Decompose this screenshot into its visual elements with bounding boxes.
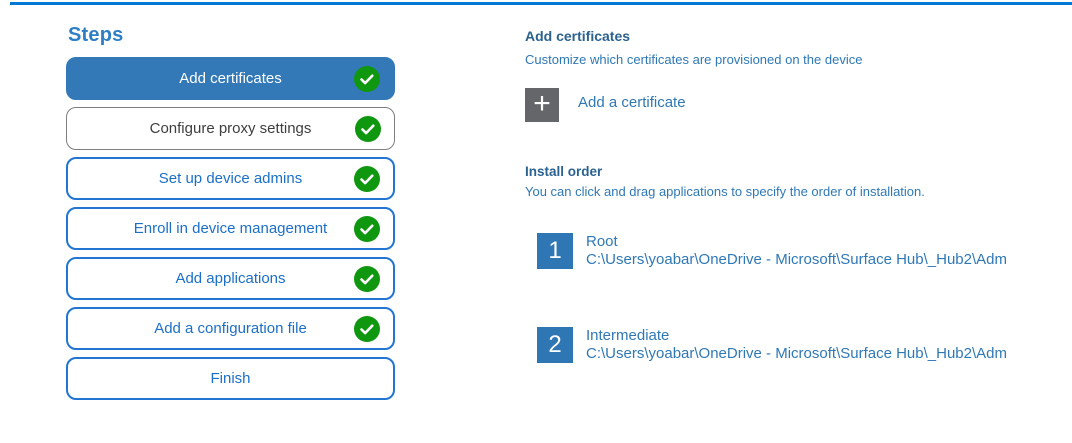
check-icon [354, 215, 380, 242]
top-accent-rule [10, 2, 1072, 5]
order-number-badge: 2 [537, 327, 573, 363]
step-label: Add applications [175, 270, 286, 287]
step-add-certificates[interactable]: Add certificates [66, 57, 395, 100]
step-finish[interactable]: Finish [66, 357, 395, 400]
step-label: Set up device admins [158, 170, 303, 187]
check-icon [355, 115, 381, 142]
step-enroll-in-device-management[interactable]: Enroll in device management [66, 207, 395, 250]
check-icon [354, 265, 380, 292]
step-label: Enroll in device management [133, 220, 328, 237]
certificate-path: C:\Users\yoabar\OneDrive - Microsoft\Sur… [586, 251, 1007, 268]
install-order-title: Install order [525, 164, 603, 179]
page-subtitle: Customize which certificates are provisi… [525, 52, 863, 67]
step-configure-proxy-settings[interactable]: Configure proxy settings [66, 107, 395, 150]
step-add-a-configuration-file[interactable]: Add a configuration file [66, 307, 395, 350]
step-label: Finish [210, 370, 251, 387]
install-order-description: You can click and drag applications to s… [525, 184, 925, 199]
add-certificate-button[interactable]: + Add a certificate [525, 88, 686, 122]
steps-title: Steps [68, 24, 124, 46]
add-certificate-label: Add a certificate [578, 94, 686, 111]
check-icon [354, 65, 380, 92]
install-item-intermediate[interactable]: 2 Intermediate C:\Users\yoabar\OneDrive … [537, 327, 1056, 363]
certificate-name: Root [586, 233, 618, 250]
plus-icon[interactable]: + [525, 88, 559, 122]
step-add-applications[interactable]: Add applications [66, 257, 395, 300]
step-label: Add certificates [179, 70, 282, 87]
order-number-badge: 1 [537, 233, 573, 269]
check-icon [354, 315, 380, 342]
step-label: Add a configuration file [154, 320, 307, 337]
install-item-root[interactable]: 1 Root C:\Users\yoabar\OneDrive - Micros… [537, 233, 1056, 269]
certificate-name: Intermediate [586, 327, 670, 344]
step-label: Configure proxy settings [149, 120, 312, 137]
content-panel: Add certificates Customize which certifi… [525, 28, 1072, 428]
steps-panel: Steps Add certificates Configure proxy s… [66, 24, 396, 407]
page-title: Add certificates [525, 28, 631, 44]
certificate-path: C:\Users\yoabar\OneDrive - Microsoft\Sur… [586, 345, 1007, 362]
step-set-up-device-admins[interactable]: Set up device admins [66, 157, 395, 200]
check-icon [354, 165, 380, 192]
